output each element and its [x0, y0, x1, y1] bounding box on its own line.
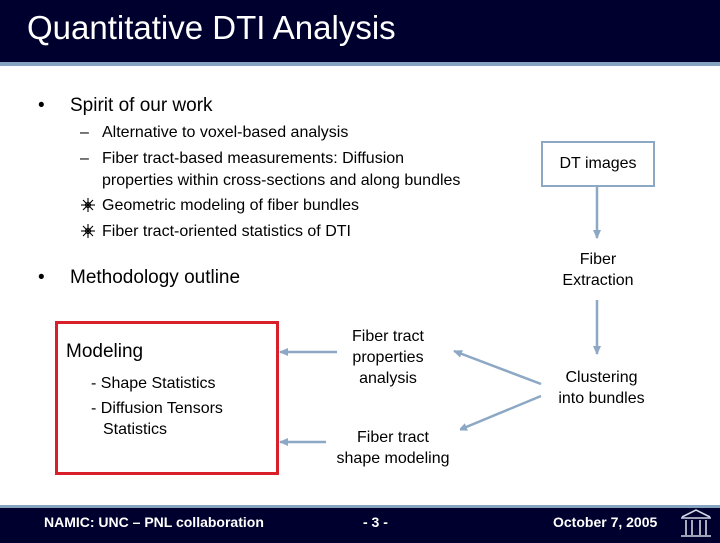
bullet-dot: •: [38, 95, 45, 116]
title-bar: Quantitative DTI Analysis: [0, 0, 720, 66]
fiber-extraction-line1: Fiber: [579, 251, 617, 268]
dt-images-label: DT images: [559, 155, 637, 172]
arrow-clustering-to-shape: [458, 394, 542, 432]
fiber-extraction-line2: Extraction: [562, 272, 634, 289]
sub-bullet-geometric: Geometric modeling of fiber bundles: [102, 197, 360, 214]
properties-line3: analysis: [359, 370, 417, 387]
modeling-box: [55, 321, 279, 475]
footer-page-number: - 3 -: [363, 514, 388, 530]
slide-title: Quantitative DTI Analysis: [27, 9, 396, 46]
footer-collaboration: NAMIC: UNC – PNL collaboration: [44, 514, 264, 530]
modeling-heading: Modeling: [66, 341, 144, 362]
bullet-dot: •: [38, 267, 45, 288]
footer-bar: [0, 505, 720, 543]
modeling-item-diffusion-line1: - Diffusion Tensors: [91, 400, 223, 417]
modeling-item-shape: - Shape Statistics: [91, 375, 216, 392]
sub-bullet-measurements-line2: properties within cross-sections and alo…: [102, 172, 461, 189]
fiber-extraction-box: Fiber Extraction: [548, 249, 648, 291]
dash-bullet: –: [80, 150, 89, 167]
snowflake-bullet-icon: [81, 224, 95, 238]
properties-line1: Fiber tract: [351, 328, 424, 345]
sub-bullet-statistics: Fiber tract-oriented statistics of DTI: [102, 223, 351, 240]
dash-bullet: –: [80, 124, 89, 141]
arrow-clustering-to-properties: [453, 349, 542, 386]
clustering-line2: into bundles: [558, 390, 645, 407]
shape-modeling-box: Fiber tract shape modeling: [326, 427, 460, 469]
university-logo-icon: [681, 509, 711, 537]
fiber-properties-box: Fiber tract properties analysis: [337, 326, 439, 389]
footer-date: October 7, 2005: [553, 514, 658, 530]
sub-bullet-alternative: Alternative to voxel-based analysis: [102, 124, 349, 141]
dt-images-box: DT images: [541, 141, 655, 187]
bullet-methodology: Methodology outline: [70, 267, 241, 288]
sub-bullet-measurements-line1: Fiber tract-based measurements: Diffusio…: [102, 150, 405, 167]
clustering-line1: Clustering: [565, 369, 638, 386]
properties-line2: properties: [352, 349, 424, 366]
bullet-spirit: Spirit of our work: [70, 95, 213, 116]
shape-line2: shape modeling: [336, 450, 450, 467]
clustering-box: Clustering into bundles: [544, 367, 659, 409]
snowflake-bullet-icon: [81, 198, 95, 212]
modeling-item-diffusion-line2: Statistics: [103, 421, 168, 438]
shape-line1: Fiber tract: [356, 429, 429, 446]
